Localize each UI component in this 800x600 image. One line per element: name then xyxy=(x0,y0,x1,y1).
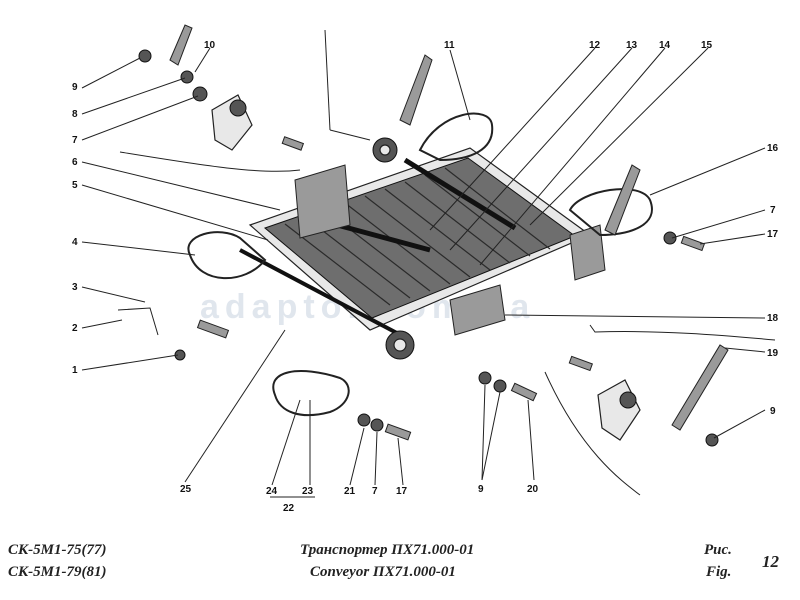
callout-17-right: 17 xyxy=(767,229,779,240)
callout-7-right: 7 xyxy=(770,205,776,216)
figure-label-en: Fig. xyxy=(706,564,732,580)
callout-2: 2 xyxy=(72,323,78,334)
callout-6: 6 xyxy=(72,157,78,168)
model-line-2: СК-5М1-79(81) xyxy=(8,564,107,580)
figure-label-ru: Рис. xyxy=(704,542,732,558)
tension-levers xyxy=(169,24,729,431)
conveyor-exploded-diagram: adaptor.com.ua xyxy=(72,24,779,514)
fasteners xyxy=(117,49,719,447)
callout-9-bottom: 9 xyxy=(478,484,484,495)
callout-12: 12 xyxy=(589,40,601,51)
callout-17-bottom: 17 xyxy=(396,486,408,497)
callout-7: 7 xyxy=(72,135,78,146)
callout-labels: 10 11 12 13 14 15 9 8 7 6 5 4 3 2 1 16 7… xyxy=(72,40,779,514)
callout-11: 11 xyxy=(444,40,455,51)
bearing-housings xyxy=(211,94,641,441)
callout-9-right: 9 xyxy=(770,406,776,417)
callout-19: 19 xyxy=(767,348,779,359)
callout-16: 16 xyxy=(767,143,779,154)
callout-13: 13 xyxy=(626,40,638,51)
callout-23: 23 xyxy=(302,486,314,497)
callout-10: 10 xyxy=(204,40,216,51)
figure-caption: СК-5М1-75(77) СК-5М1-79(81) Транспортер … xyxy=(0,530,800,600)
callout-20: 20 xyxy=(527,484,539,495)
callout-1: 1 xyxy=(72,365,78,376)
caption-title-ru: Транспортер ПХ71.000-01 xyxy=(300,542,475,558)
callout-24: 24 xyxy=(266,486,278,497)
callout-8: 8 xyxy=(72,109,78,120)
callout-7-bottom: 7 xyxy=(372,486,378,497)
leader-lines xyxy=(81,29,776,498)
callout-3: 3 xyxy=(72,282,78,293)
callout-5: 5 xyxy=(72,180,78,191)
callout-18: 18 xyxy=(767,313,779,324)
drive-chains xyxy=(187,112,653,417)
callout-15: 15 xyxy=(701,40,713,51)
callout-22: 22 xyxy=(283,503,295,514)
model-line-1: СК-5М1-75(77) xyxy=(8,542,107,558)
callout-21: 21 xyxy=(344,486,356,497)
figure-number: 12 xyxy=(762,552,779,571)
caption-title-en: Conveyor ПХ71.000-01 xyxy=(310,564,456,580)
callout-25: 25 xyxy=(180,484,192,495)
callout-9: 9 xyxy=(72,82,78,93)
callout-14: 14 xyxy=(659,40,671,51)
callout-4: 4 xyxy=(72,237,78,248)
